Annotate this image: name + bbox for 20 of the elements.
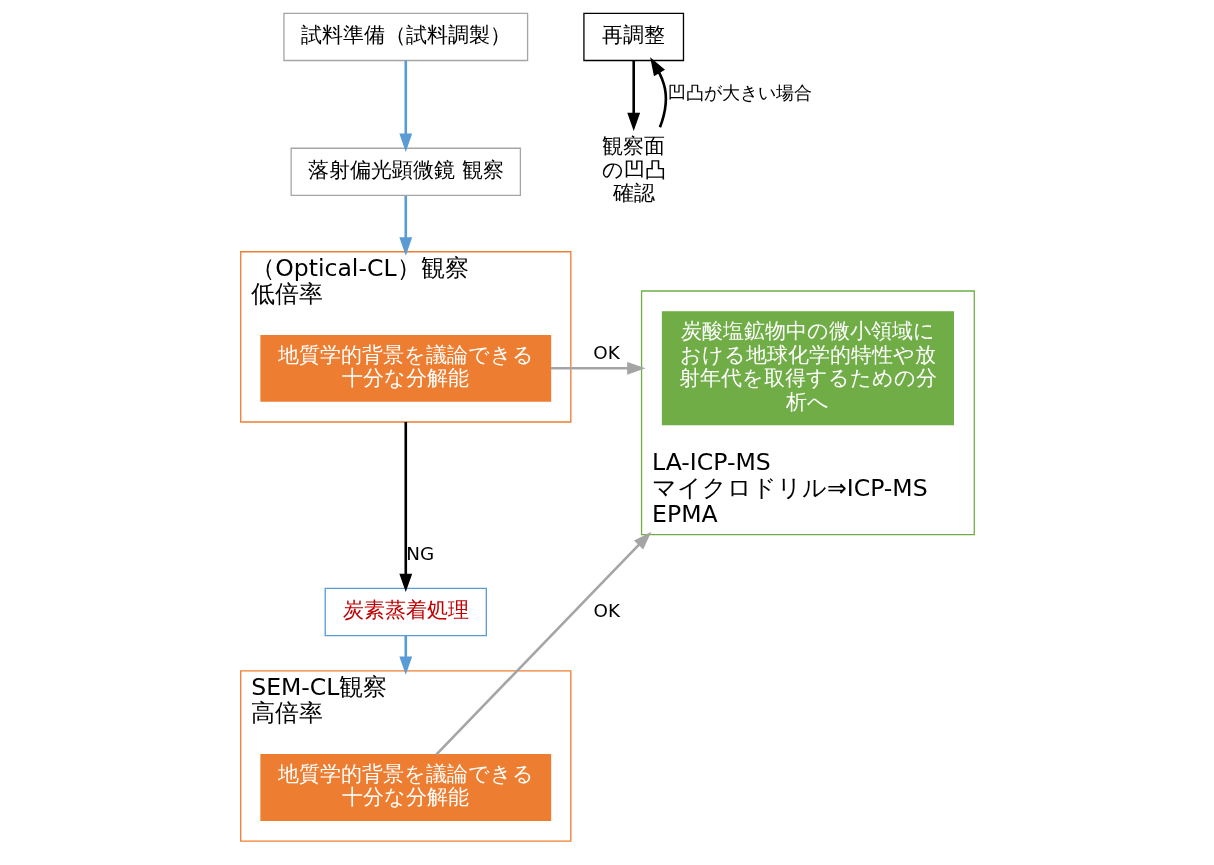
- node-box: 地質学的背景を議論できる十分な分解能: [259, 754, 551, 821]
- arrow: [398, 195, 412, 256]
- edge-label: NG: [405, 542, 434, 564]
- node-box: 地質学的背景を議論できる十分な分解能: [259, 334, 551, 402]
- edge-label: OK: [593, 599, 620, 621]
- arrow: [398, 635, 412, 675]
- node-box: 試料準備（試料調製）: [282, 12, 528, 62]
- arrow: [550, 361, 646, 375]
- arrow: [626, 60, 640, 131]
- node-box: 炭酸塩鉱物中の微小領域における地球化学的特性や放射年代を取得するための分析へ: [661, 311, 954, 426]
- node-box: 落射偏光顕微鏡 観察: [290, 147, 521, 197]
- node-box: 炭素蒸着処理: [324, 587, 487, 637]
- arrow: [398, 422, 412, 593]
- edge-label: 凹凸が大きい場合: [667, 81, 812, 103]
- node-box: 再調整: [582, 12, 684, 62]
- arrow: [649, 57, 667, 128]
- edge-label: OK: [592, 342, 620, 364]
- node-text: 観察面の凹凸確認: [601, 134, 666, 206]
- arrow: [398, 60, 412, 152]
- arrow: [434, 531, 651, 756]
